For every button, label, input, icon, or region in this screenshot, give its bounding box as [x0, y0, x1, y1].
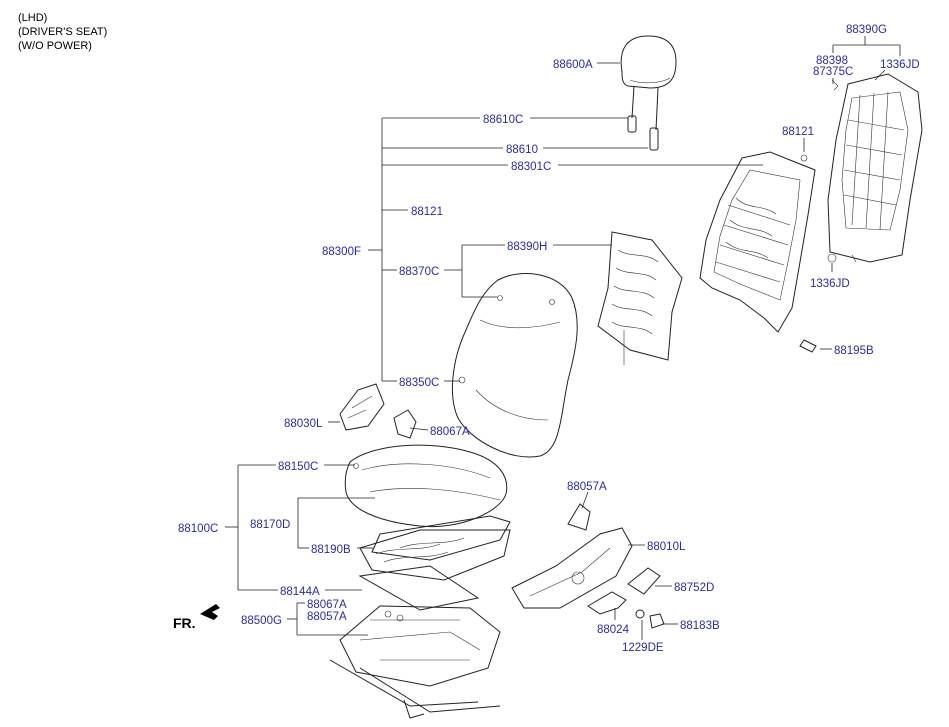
label-88030L: 88030L — [284, 418, 323, 430]
bracket-right — [567, 503, 591, 531]
seat-track-frame — [329, 605, 501, 719]
fasteners — [635, 339, 817, 629]
header-line-1: (LHD) — [18, 12, 48, 24]
header-line-2: (DRIVER'S SEAT) — [18, 26, 108, 38]
headrest — [620, 35, 677, 151]
label-88010L: 88010L — [647, 541, 686, 553]
label-88100C: 88100C — [178, 523, 218, 535]
label-88057A-right: 88057A — [567, 481, 607, 493]
label-88300F: 88300F — [322, 246, 361, 258]
label-88057A-lower: 88057A — [307, 611, 347, 623]
label-88121-right: 88121 — [782, 126, 814, 138]
back-cover — [451, 273, 578, 458]
bracket-upper — [393, 409, 417, 439]
label-88024: 88024 — [597, 624, 630, 636]
front-direction-marker: FR. — [173, 604, 220, 631]
spring-mat — [359, 529, 511, 581]
label-88600A: 88600A — [553, 59, 593, 71]
label-88390H: 88390H — [507, 241, 547, 253]
lever-handle — [587, 591, 627, 615]
label-88610C: 88610C — [483, 114, 523, 126]
back-cushion-pad — [597, 231, 683, 365]
side-shield — [511, 527, 633, 609]
label-87375C: 87375C — [813, 66, 853, 78]
seat-cushion-pad — [371, 515, 511, 561]
label-88067A-lower: 88067A — [307, 599, 347, 611]
label-88350C: 88350C — [399, 377, 439, 389]
seat-cushion-cover — [344, 444, 508, 528]
label-1229DE: 1229DE — [622, 642, 664, 654]
under-sheet — [358, 565, 480, 611]
label-88301C: 88301C — [511, 161, 551, 173]
label-88500G: 88500G — [241, 615, 282, 627]
label-88398: 88398 — [816, 55, 848, 67]
header-line-3: (W/O POWER) — [18, 40, 92, 52]
label-88170D: 88170D — [250, 519, 290, 531]
label-1336JD-lower: 1336JD — [810, 278, 850, 290]
seat-back-frame — [699, 151, 816, 333]
label-88067A-upper: 88067A — [430, 426, 470, 438]
label-88190B: 88190B — [311, 544, 351, 556]
label-88610: 88610 — [506, 144, 538, 156]
label-88370C: 88370C — [399, 266, 439, 278]
label-88183B: 88183B — [680, 620, 720, 632]
leader-lines — [225, 36, 901, 640]
label-1336JD-upper: 1336JD — [880, 59, 920, 71]
front-marker-text: FR. — [173, 615, 196, 631]
side-trim — [339, 383, 385, 431]
part-labels: 88390G 88398 87375C 1336JD 88600A 88610C… — [178, 24, 920, 654]
lever-knob — [627, 567, 661, 595]
seat-back-panel — [827, 73, 923, 263]
label-88195B: 88195B — [834, 345, 874, 357]
label-88390G: 88390G — [846, 24, 887, 36]
label-88150C: 88150C — [278, 461, 318, 473]
label-88121-left: 88121 — [411, 206, 443, 218]
label-88144A: 88144A — [280, 586, 320, 598]
label-88752D: 88752D — [674, 582, 714, 594]
